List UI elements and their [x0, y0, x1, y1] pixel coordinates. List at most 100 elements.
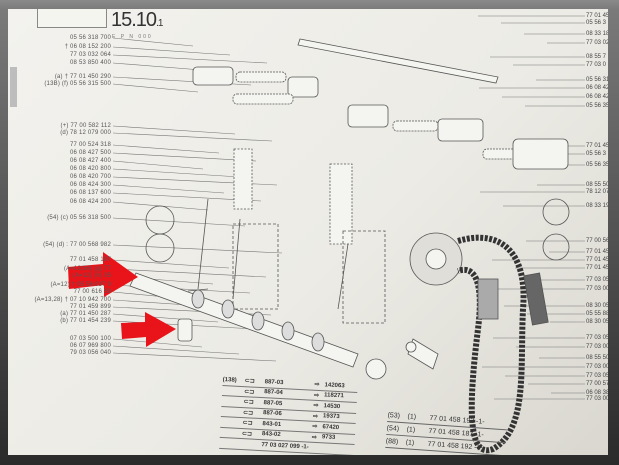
engine-value: 9733 — [321, 434, 336, 442]
valve-1 — [187, 198, 209, 292]
left-part-number: 06 07 969 800 — [70, 343, 111, 349]
left-part-number: (b) 77 01 454 239 — [60, 318, 111, 324]
leader-line — [112, 352, 277, 362]
left-part-number: (13B) (f) 05 56 315 500 — [44, 81, 111, 87]
left-part-number: 77 00 616 59 — [73, 289, 111, 295]
left-part-number: (d) 78 12 079 000 — [60, 130, 111, 136]
valve-2 — [232, 218, 241, 300]
left-part-number: (a) 77 01 450 287 — [60, 311, 111, 317]
left-part-number: (A=12) † 05 56 037 9 — [50, 282, 111, 288]
qty-mark: (1) — [405, 438, 415, 447]
left-part-number: 06 08 427 400 — [70, 158, 111, 164]
right-part-number: 08 55 500 — [586, 182, 608, 188]
sprocket-hub — [425, 248, 447, 270]
engine-value: 118271 — [323, 392, 344, 400]
left-part-number: 77 00 524 318 — [70, 142, 111, 148]
right-part-number: 05 56 3 — [586, 151, 607, 157]
right-part-number: 77 01 450 — [586, 13, 608, 19]
right-part-number: 77 03 056 — [586, 335, 608, 341]
left-part-number: 77 03 032 064 — [70, 52, 111, 58]
ref — [220, 432, 242, 433]
ref: (54) — [386, 424, 400, 433]
ref: (88) — [385, 437, 399, 446]
catalog-page: 15.10.1 E P N 000 — [8, 9, 608, 455]
valve-group-box — [232, 223, 279, 310]
rocker-assembly-1 — [192, 66, 319, 105]
right-part-number: 77 03 058 — [586, 277, 608, 283]
left-part-number: (a) † 77 01 450 290 — [54, 74, 111, 80]
right-part-number: 06 08 424 — [586, 85, 608, 91]
left-part-number: 06 08 420 700 — [70, 174, 111, 180]
engine-icon: ⊂⊐ — [242, 409, 254, 417]
qty-mark: (1) — [406, 425, 416, 434]
part-number: 77 01 458 192 -1- — [429, 414, 485, 426]
engine-code: 843-02 — [261, 431, 281, 439]
leader-line — [112, 313, 219, 323]
right-part-number: 08 30 056 — [586, 319, 608, 325]
engine-value: 14530 — [323, 403, 341, 410]
leader-line — [112, 244, 283, 254]
right-part-number: 77 01 458 — [586, 265, 608, 271]
right-part-number: 77 01 450 — [586, 143, 608, 149]
leader-line — [112, 132, 273, 142]
engine-value: 19373 — [322, 413, 340, 421]
leader-line — [112, 54, 268, 64]
leader-line — [112, 184, 225, 194]
engine-icon: ⊂⊐ — [243, 399, 254, 406]
engine-value: 142063 — [324, 382, 345, 390]
leader-line — [112, 152, 257, 162]
engine-code: 843-01 — [262, 420, 282, 428]
valve-group-box-2 — [342, 230, 386, 324]
red-arrow-icon — [68, 252, 138, 297]
ref: (53) — [387, 411, 401, 420]
detail-circle-4 — [145, 233, 175, 263]
engine-code: 887-06 — [262, 410, 282, 418]
page-subtitle: E P N 000 — [112, 34, 153, 40]
chain-part-table: (53) (1) 77 01 458 192 -1- (54) (1) 77 01 458… — [385, 409, 508, 455]
right-part-number: 77 03 056 — [586, 373, 608, 379]
right-part-number: 77 03 001 12 — [586, 364, 608, 370]
right-part-number: 77 00 568 — [586, 238, 608, 244]
leader-line — [112, 144, 220, 154]
leader-line — [112, 125, 236, 135]
camshaft — [129, 272, 359, 368]
arrow-icon: ⇨ — [311, 434, 318, 441]
camshaft-lobes — [191, 289, 325, 352]
leader-line — [112, 46, 231, 56]
leader-line — [112, 259, 230, 269]
arrow-icon: ⇨ — [313, 392, 320, 399]
red-arrow-icon — [121, 312, 176, 347]
valve-springs — [233, 148, 353, 245]
part-number: 77 01 458 192 -1- — [427, 440, 484, 452]
ref — [222, 401, 244, 402]
right-part-number: 77 01 458 — [586, 249, 608, 255]
page-title: 15.10.1 — [111, 9, 163, 32]
left-part-number: (54) (d) : 77 00 568 982 — [43, 242, 111, 248]
right-part-number: 08 55 500 — [586, 355, 608, 361]
thrust-plate — [365, 358, 387, 380]
right-part-number: 05 55 882 — [586, 311, 608, 317]
right-part-number: 05 56 350 — [586, 103, 608, 109]
engine-code: 887-03 — [264, 378, 284, 386]
chain-guide — [477, 278, 499, 320]
footer-part: 77 03 027 099 -1- — [261, 441, 309, 451]
left-part-number: 06 08 424 200 — [70, 199, 111, 205]
right-part-number: 78 12 07 — [586, 189, 608, 195]
right-part-number: 77 00 578 — [586, 381, 608, 387]
right-part-number: 06 08 383 — [586, 390, 608, 396]
detail-circle-2 — [542, 233, 570, 261]
exploded-diagram — [68, 15, 585, 454]
leader-line — [112, 268, 267, 278]
right-part-number: 05 56 350 — [586, 162, 608, 168]
arrow-icon: ⇨ — [313, 403, 319, 410]
right-part-number: 06 08 424 — [586, 94, 608, 100]
logo — [37, 9, 107, 28]
left-part-number: 06 08 424 300 — [70, 182, 111, 188]
ref: (138) — [222, 376, 237, 384]
right-part-number: 77 03 000 — [586, 286, 608, 292]
right-part-number: 77 01 45 — [586, 257, 608, 263]
engine-code: 887-05 — [263, 399, 283, 407]
chain-tensioner-shoe — [523, 272, 549, 326]
part-number: 77 01 458 187 -1- — [428, 427, 484, 439]
